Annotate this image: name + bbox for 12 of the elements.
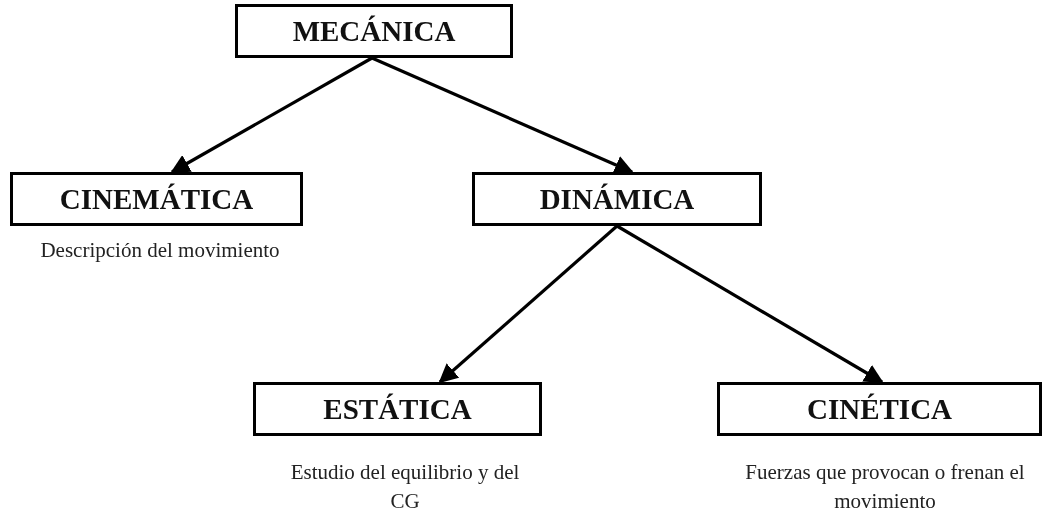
arrow <box>371 56 634 174</box>
concept-box: MECÁNICA <box>235 4 513 58</box>
arrow <box>616 224 884 384</box>
node-caption: Descripción del movimiento <box>40 237 280 264</box>
concept-box: CINÉTICA <box>717 382 1042 436</box>
concept-box: DINÁMICA <box>472 172 762 226</box>
concept-box: CINEMÁTICA <box>10 172 303 226</box>
concept-box: ESTÁTICA <box>253 382 542 436</box>
node-caption: Fuerzas que provocan o frenan el movimiento <box>744 459 1026 515</box>
arrow <box>170 56 373 174</box>
arrow <box>438 224 619 384</box>
node-caption: Estudio del equilibrio y del CG <box>289 459 521 515</box>
